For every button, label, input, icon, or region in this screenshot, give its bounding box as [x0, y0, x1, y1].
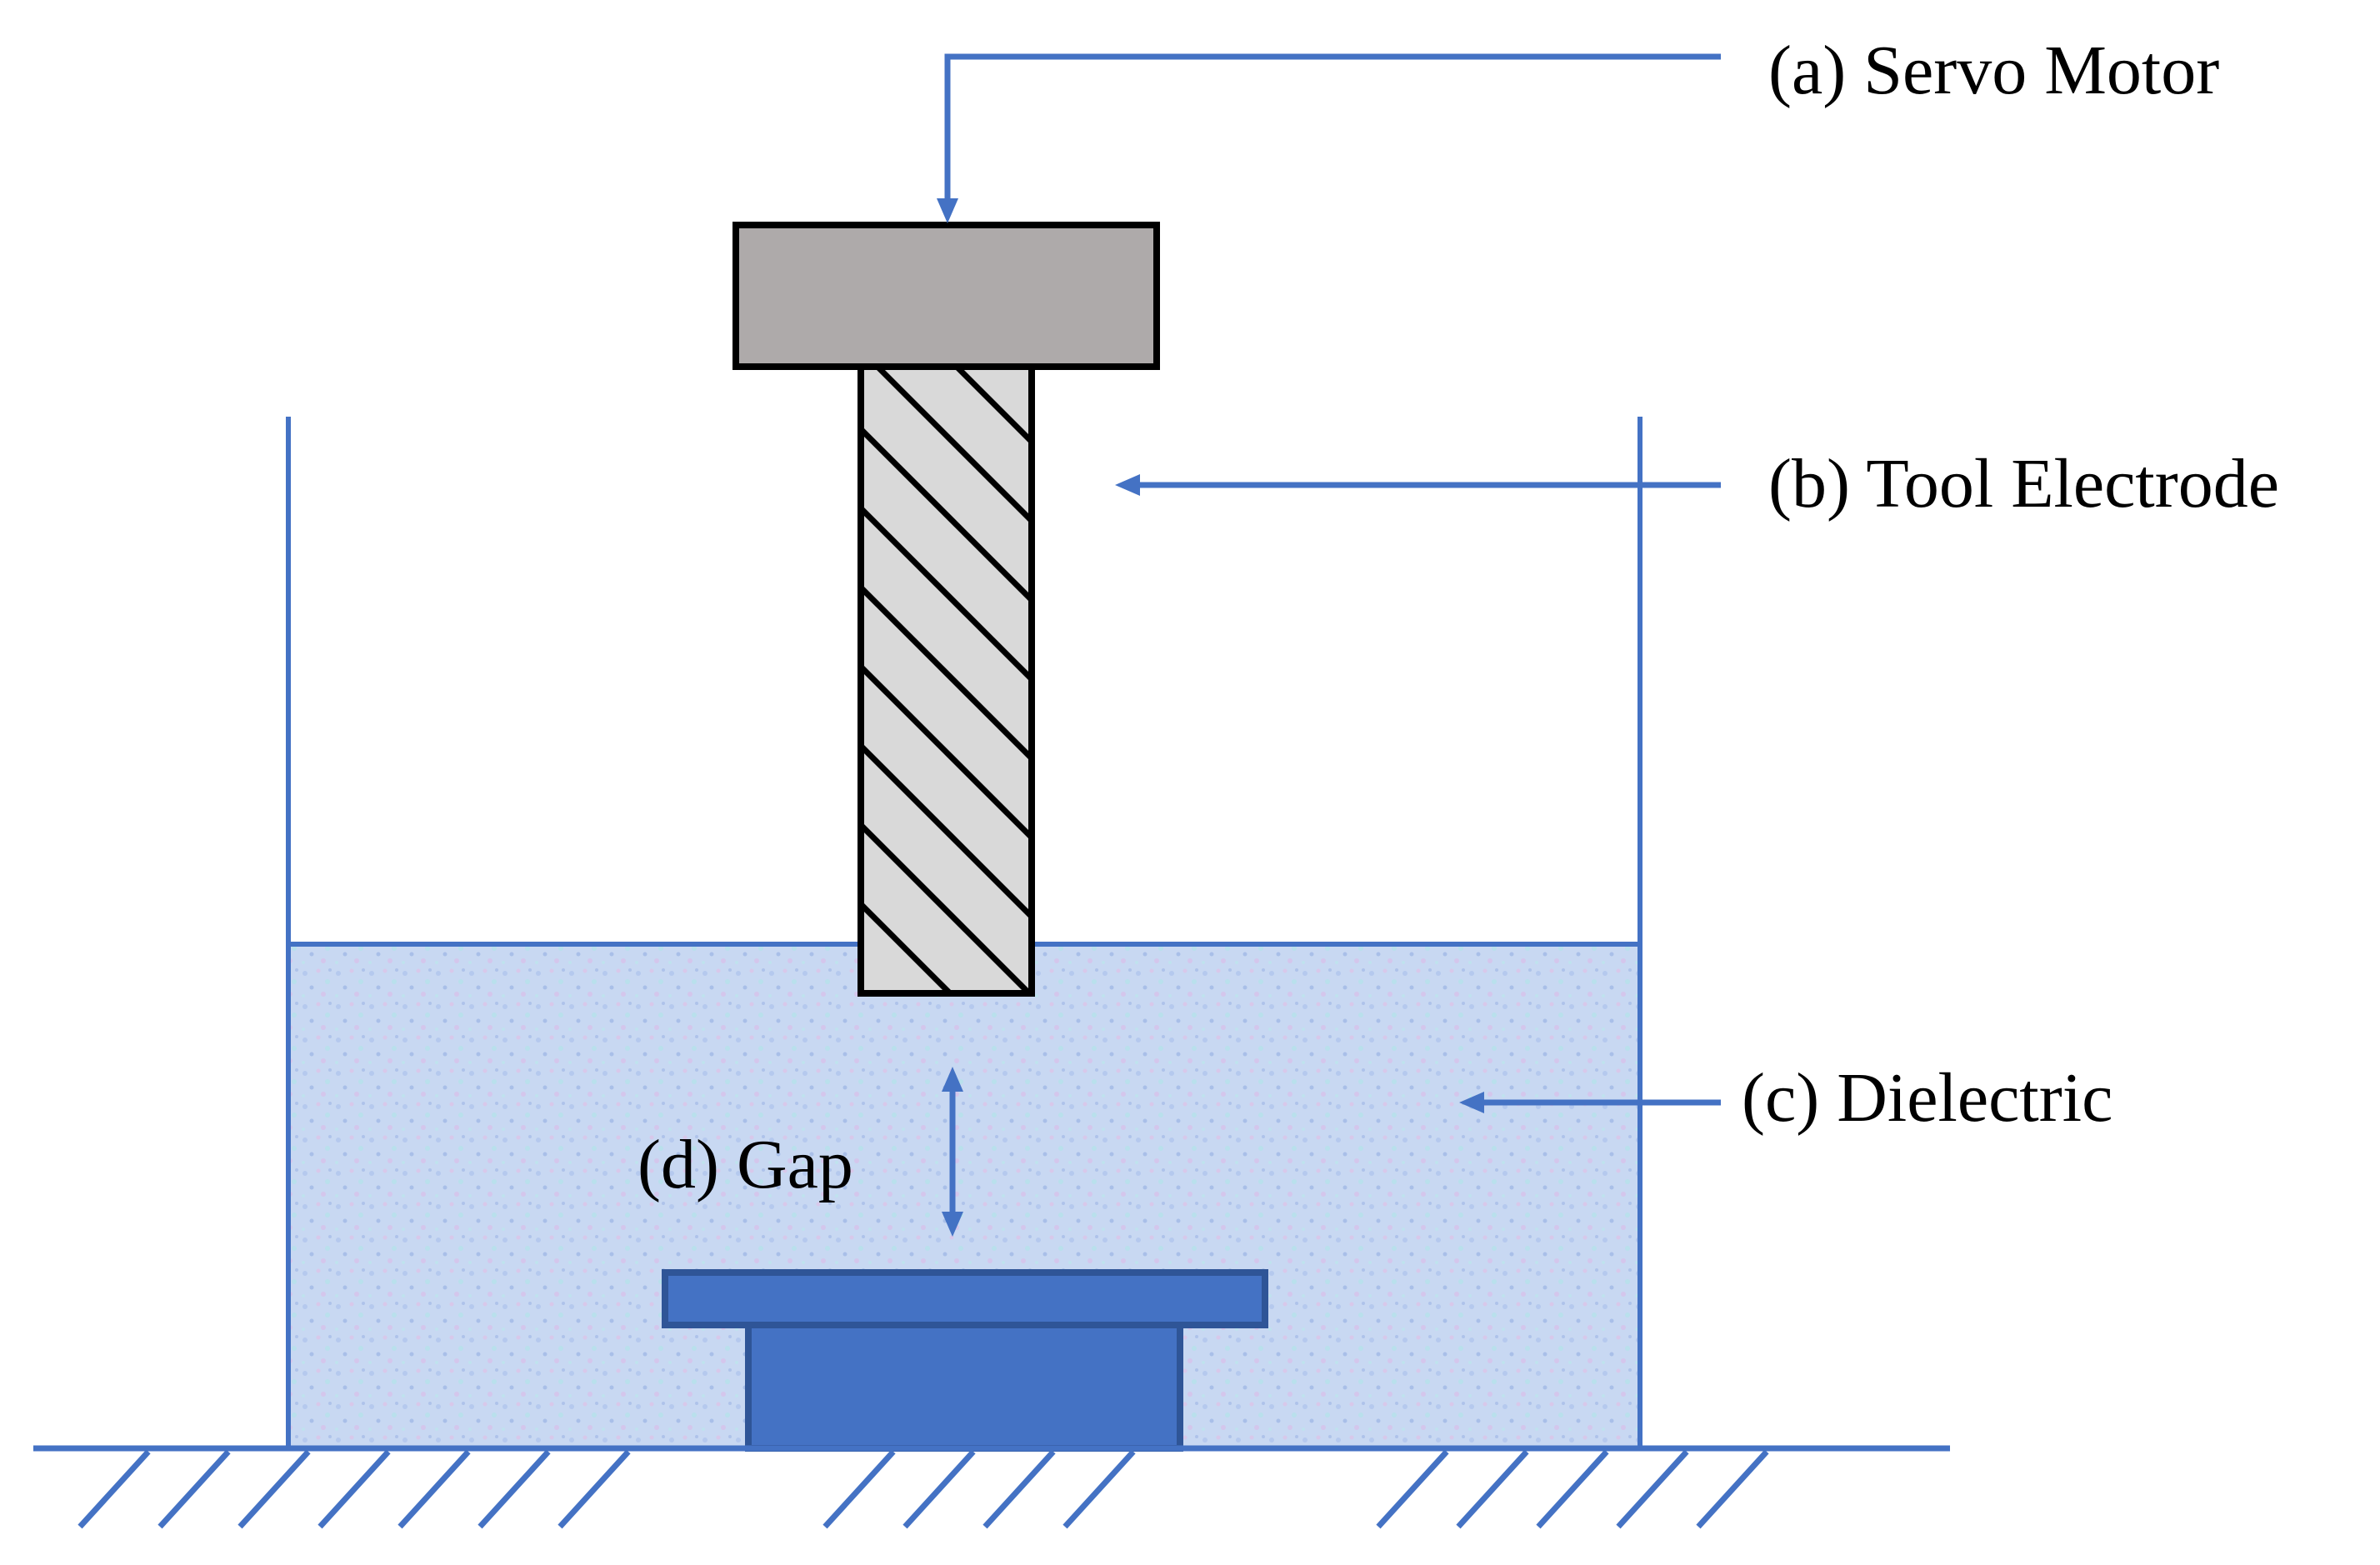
servo-motor-block [732, 222, 1160, 370]
workpiece-base [745, 1322, 1183, 1452]
dielectric-leader [1459, 1092, 1721, 1113]
dielectric-label: (c) Dielectric [1742, 1059, 2112, 1137]
servo-motor-leader [937, 53, 1721, 223]
servo-motor-label: (a) Servo Motor [1768, 32, 2219, 109]
tool-electrode [858, 363, 1035, 997]
gap-label: (d) Gap [638, 1126, 853, 1203]
ground-hatching [78, 1449, 1769, 1529]
workpiece-plate [662, 1269, 1268, 1328]
gap-double-arrow [942, 1067, 963, 1237]
tool-electrode-label: (b) Tool Electrode [1768, 445, 2279, 522]
tool-electrode-leader [1115, 474, 1721, 496]
